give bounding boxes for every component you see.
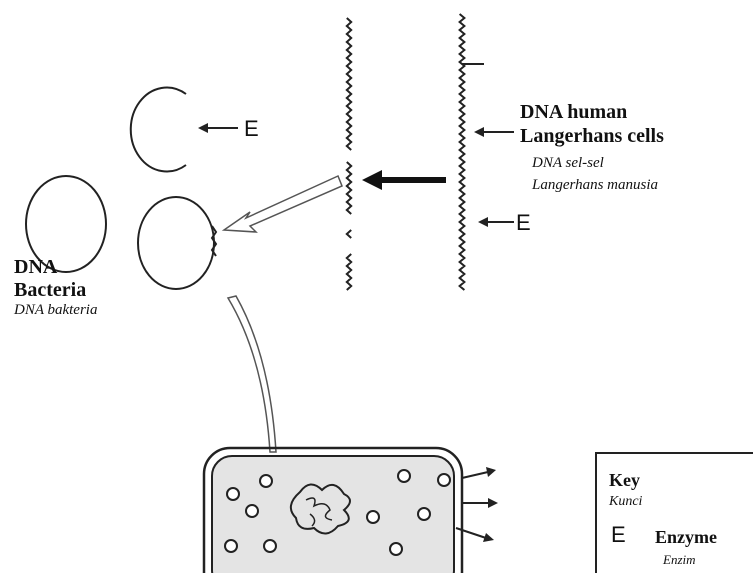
bacteria-dna-title-line1: DNA <box>14 256 57 279</box>
arrow-to-human-dna-label <box>474 127 514 137</box>
bacteria-dna-title-line2: Bacteria <box>14 279 86 302</box>
cell-plasmid <box>418 508 430 520</box>
bacteria-dna-subtitle: DNA bakteria <box>14 302 97 319</box>
cell-plasmid <box>398 470 410 482</box>
plasmid-open <box>131 88 186 172</box>
key-enzyme-translation: Enzim <box>663 552 696 568</box>
thick-arrow-to-strand <box>362 170 446 190</box>
recombinant-plasmid <box>138 197 214 289</box>
key-enzyme-symbol: E <box>611 522 626 548</box>
human-dna-right-strand <box>460 14 465 290</box>
hollow-arrow-to-bacterium <box>228 296 276 452</box>
cell-plasmid <box>225 540 237 552</box>
secretion-arrow <box>462 498 498 508</box>
key-title: Key <box>609 470 640 491</box>
cell-plasmid <box>390 543 402 555</box>
cell-plasmid <box>260 475 272 487</box>
human-dna-left-strand <box>347 18 351 290</box>
enzyme-marker-top: E <box>244 116 259 142</box>
key-enzyme-label: Enzyme <box>655 527 717 548</box>
human-dna-title-line2: Langerhans cells <box>520 125 664 148</box>
cell-plasmid <box>246 505 258 517</box>
cell-plasmid <box>264 540 276 552</box>
key-title-translation: Kunci <box>609 494 642 510</box>
cell-plasmid <box>438 474 450 486</box>
arrow-enzyme-right <box>478 217 514 227</box>
human-dna-title-line1: DNA human <box>520 101 627 124</box>
human-dna-subtitle-line2: Langerhans manusia <box>532 177 658 194</box>
human-dna-subtitle-line1: DNA sel-sel <box>532 155 604 172</box>
secretion-arrow <box>462 467 496 478</box>
enzyme-marker-right: E <box>516 210 531 236</box>
cell-plasmid <box>227 488 239 500</box>
arrow-to-open-plasmid <box>198 123 238 133</box>
hollow-arrow-gene-insertion <box>224 176 342 232</box>
cell-plasmid <box>367 511 379 523</box>
key-box: Key Kunci E Enzyme Enzim <box>595 452 753 573</box>
